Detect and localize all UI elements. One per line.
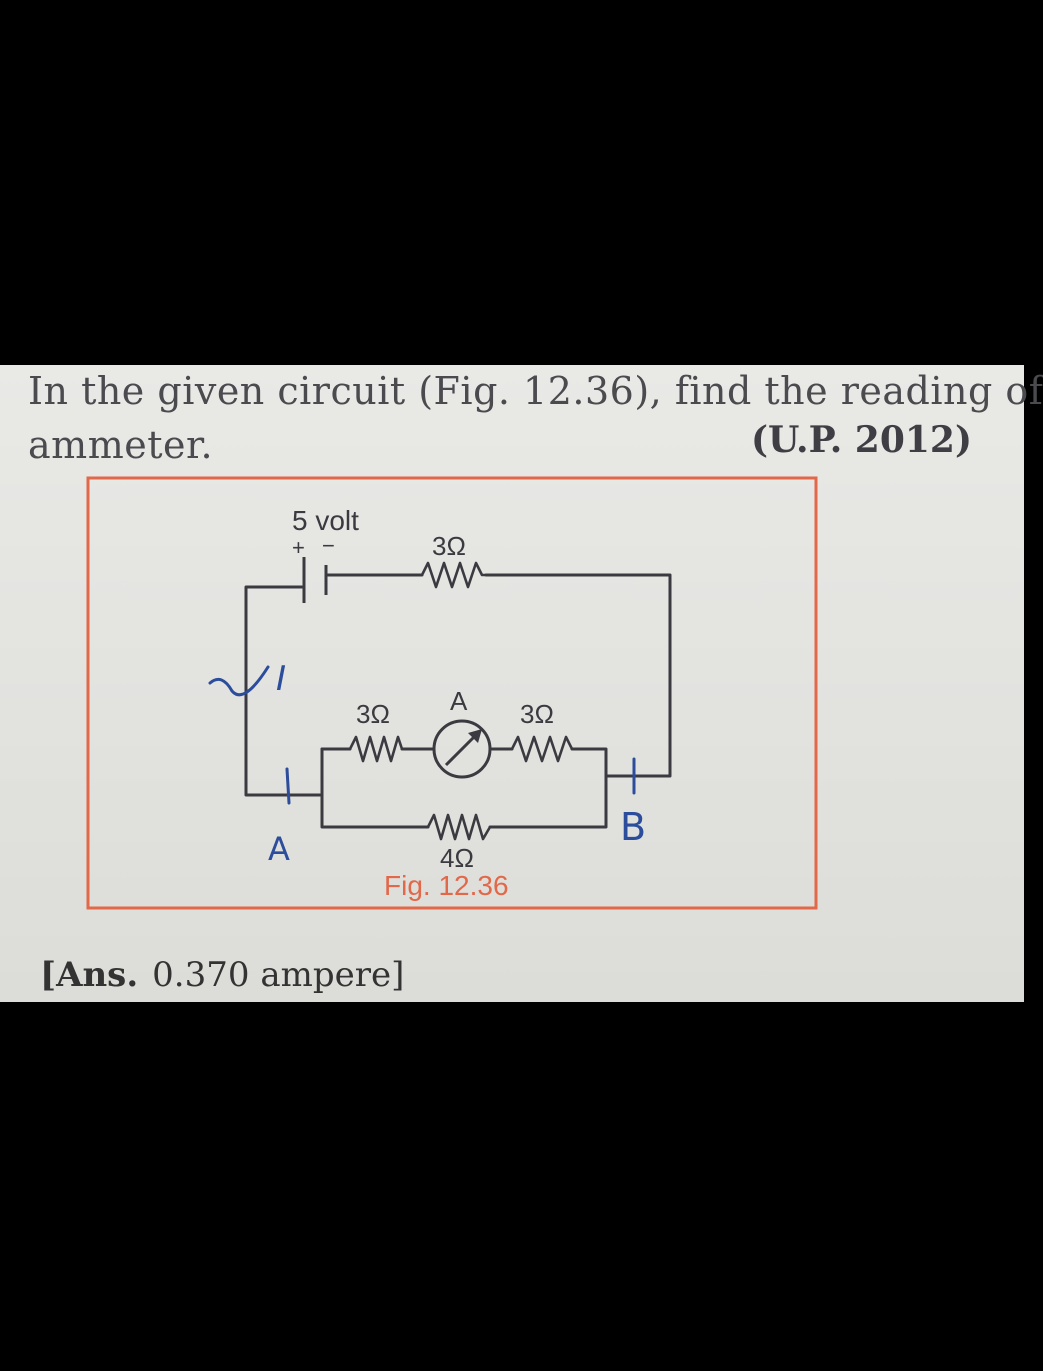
- right-branch-resistor: [510, 735, 574, 763]
- figure-frame: [86, 476, 818, 910]
- current-arrow-mark: [208, 665, 270, 697]
- exam-source: (U.P. 2012): [750, 419, 972, 461]
- left-branch-resistor-label: 3Ω: [356, 699, 390, 729]
- ammeter-symbol: [432, 719, 492, 779]
- battery-label: 5 volt: [292, 505, 359, 536]
- textbook-photo: In the given circuit (Fig. 12.36), find …: [0, 365, 1043, 1002]
- figure-caption: Fig. 12.36: [384, 870, 509, 901]
- bottom-resistor-label: 4Ω: [440, 843, 474, 873]
- node-a-label: A: [268, 830, 290, 868]
- answer-value: 0.370 ampere]: [152, 955, 405, 995]
- battery-symbol: [302, 557, 328, 603]
- answer-tag: [Ans.: [40, 955, 139, 995]
- question-line-1: In the given circuit (Fig. 12.36), find …: [28, 369, 1043, 413]
- circuit-figure: 5 volt + − 3Ω 3Ω A 3Ω 4Ω Fig. 12.36 I A …: [86, 476, 818, 910]
- bottom-resistor: [426, 813, 492, 841]
- question-line-2: ammeter.: [28, 423, 214, 467]
- top-resistor-label: 3Ω: [432, 531, 466, 561]
- node-b-label: B: [620, 805, 646, 849]
- top-resistor: [420, 561, 486, 589]
- answer-line: [Ans. 0.370 ampere]: [40, 955, 404, 995]
- battery-minus-sign: −: [322, 533, 335, 558]
- left-branch-resistor: [348, 735, 404, 763]
- node-a-tick: [285, 767, 291, 805]
- handwritten-marks: [208, 665, 636, 805]
- circuit-wires: [244, 573, 672, 829]
- ammeter-label: A: [450, 686, 468, 716]
- battery-plus-sign: +: [292, 535, 305, 560]
- current-label: I: [276, 659, 286, 699]
- right-branch-resistor-label: 3Ω: [520, 699, 554, 729]
